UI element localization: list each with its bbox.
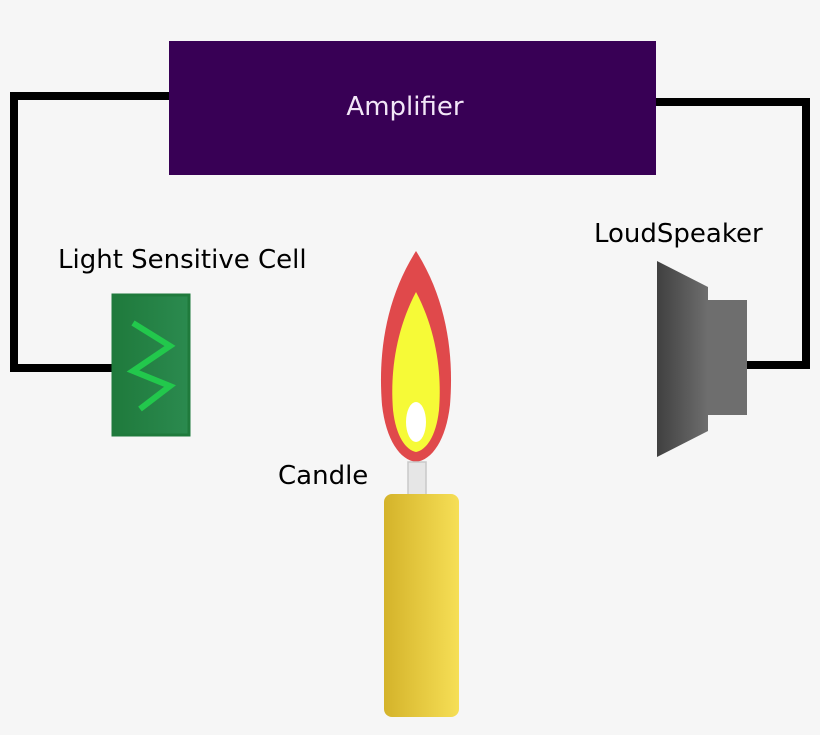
candle-wick [407, 461, 427, 497]
candle-body [384, 494, 459, 717]
cell-zigzag-icon [126, 320, 176, 412]
flame-icon [380, 251, 452, 462]
candle-label: Candle [278, 461, 368, 491]
wire-left [10, 92, 170, 372]
loudspeaker-icon [657, 261, 747, 457]
wire-right [656, 98, 810, 369]
speaker-label: LoudSpeaker [594, 219, 763, 249]
amplifier-box [169, 41, 656, 175]
light-sensitive-cell [111, 293, 191, 437]
sensor-label: Light Sensitive Cell [58, 245, 307, 275]
amplifier-label: Amplifier [346, 92, 463, 122]
